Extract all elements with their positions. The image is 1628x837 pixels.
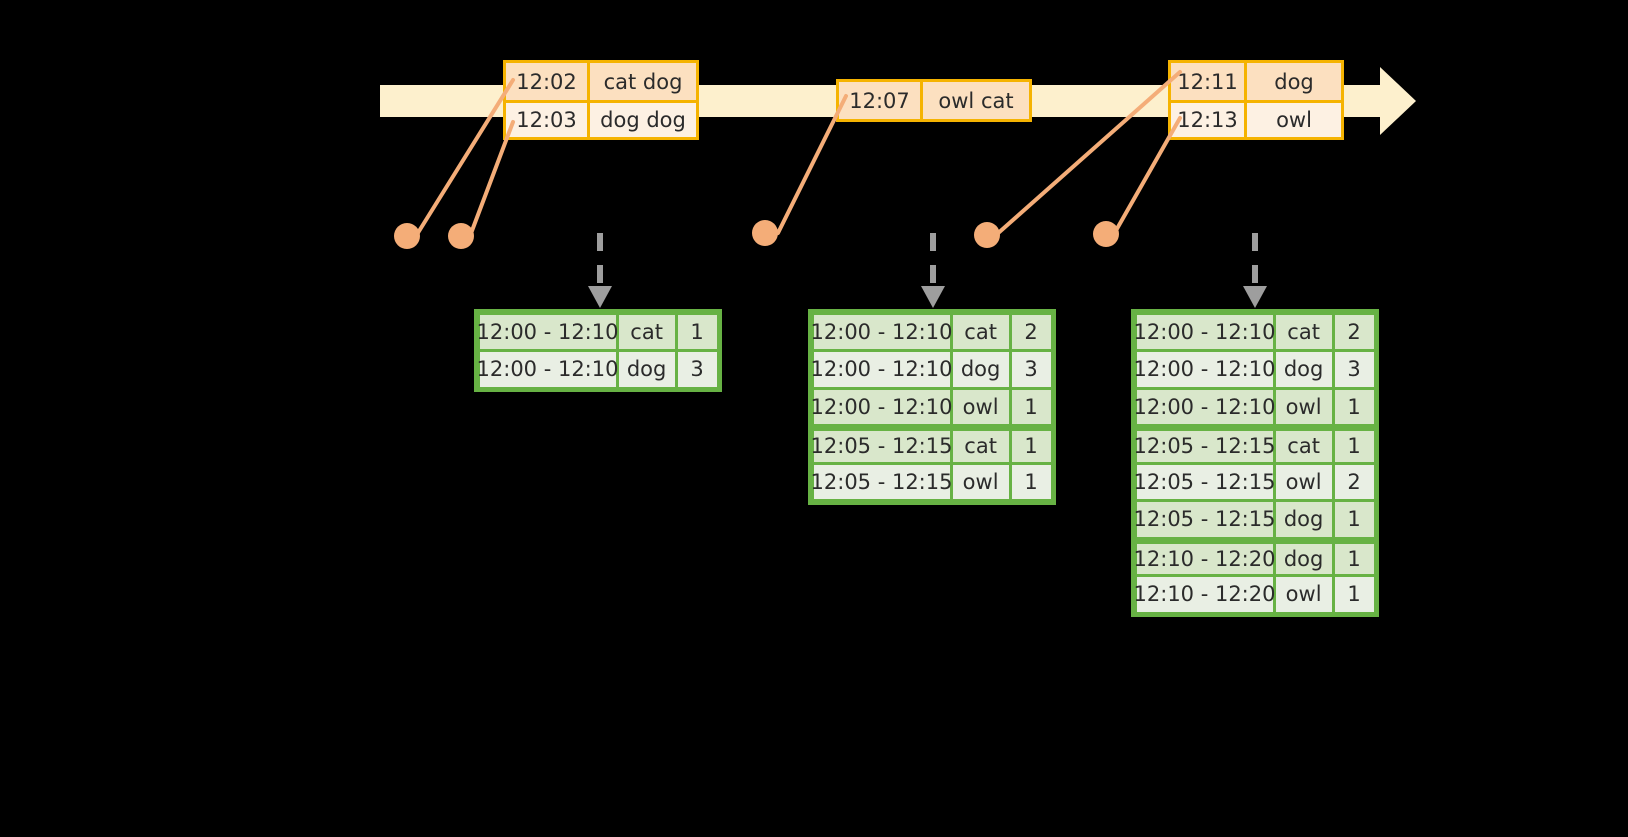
result-cell-window: 12:00 - 12:10 bbox=[1134, 314, 1275, 349]
event-time: 12:11 bbox=[1171, 63, 1247, 100]
result-cell-window: 12:10 - 12:20 bbox=[1134, 543, 1275, 574]
result-cell-key: cat bbox=[952, 314, 1009, 349]
result-cell-key: cat bbox=[618, 314, 675, 349]
event-payload: cat dog bbox=[603, 69, 683, 94]
event-row: 12:13 owl bbox=[1171, 100, 1341, 137]
connector-dot-5 bbox=[1093, 221, 1119, 247]
event-time: 12:02 bbox=[506, 63, 590, 100]
event-payload: dog bbox=[1274, 69, 1314, 94]
result-cell-count: 1 bbox=[1011, 431, 1051, 462]
result-cell-key: owl bbox=[1275, 464, 1332, 499]
result-cell-key: cat bbox=[952, 431, 1009, 462]
result-cell-window: 12:05 - 12:15 bbox=[811, 431, 952, 462]
result-cell-window: 12:00 - 12:10 bbox=[811, 389, 952, 424]
dashed-arrowhead-icon-2 bbox=[921, 286, 945, 308]
event-box-1[interactable]: 12:02 cat dog 12:03 dog dog bbox=[503, 60, 699, 140]
result-cell-window: 12:00 - 12:10 bbox=[811, 352, 952, 387]
dashed-arrowhead-icon-1 bbox=[588, 286, 612, 308]
result-cell-key: owl bbox=[1275, 389, 1332, 424]
result-cell-count: 3 bbox=[677, 352, 717, 387]
event-payload: owl cat bbox=[938, 88, 1014, 113]
result-cell-count: 1 bbox=[677, 314, 717, 349]
result-cell-count: 3 bbox=[1011, 352, 1051, 387]
result-cell-window: 12:05 - 12:15 bbox=[1134, 431, 1275, 462]
connector-dot-3 bbox=[752, 220, 778, 246]
connector-dot-4 bbox=[974, 222, 1000, 248]
result-cell-count: 1 bbox=[1011, 464, 1051, 499]
event-row: 12:11 dog bbox=[1171, 63, 1341, 100]
result-cell-count: 2 bbox=[1334, 314, 1374, 349]
result-cell-count: 2 bbox=[1011, 314, 1051, 349]
result-cell-window: 12:10 - 12:20 bbox=[1134, 577, 1275, 612]
dashed-arrowhead-icon-3 bbox=[1243, 286, 1267, 308]
result-cell-window: 12:00 - 12:10 bbox=[1134, 352, 1275, 387]
event-row: 12:02 cat dog bbox=[506, 63, 696, 100]
event-time: 12:07 bbox=[839, 82, 923, 119]
result-cell-window: 12:05 - 12:15 bbox=[1134, 464, 1275, 499]
result-cell-key: dog bbox=[1275, 502, 1332, 537]
result-cell-window: 12:00 - 12:10 bbox=[1134, 389, 1275, 424]
result-cell-count: 1 bbox=[1011, 389, 1051, 424]
event-box-2[interactable]: 12:07 owl cat bbox=[836, 79, 1032, 122]
event-row: 12:07 owl cat bbox=[839, 82, 1029, 119]
result-cell-count: 1 bbox=[1334, 543, 1374, 574]
result-cell-key: dog bbox=[1275, 543, 1332, 574]
timeline-arrowhead-icon bbox=[1380, 67, 1416, 135]
connector-dot-1 bbox=[394, 223, 420, 249]
connector-dot-2 bbox=[448, 223, 474, 249]
result-cell-key: dog bbox=[952, 352, 1009, 387]
event-box-3[interactable]: 12:11 dog 12:13 owl bbox=[1168, 60, 1344, 140]
event-payload: owl bbox=[1276, 108, 1312, 132]
result-cell-count: 1 bbox=[1334, 577, 1374, 612]
result-cell-count: 3 bbox=[1334, 352, 1374, 387]
result-cell-window: 12:05 - 12:15 bbox=[1134, 502, 1275, 537]
result-cell-window: 12:00 - 12:10 bbox=[477, 352, 618, 387]
result-cell-key: dog bbox=[618, 352, 675, 387]
result-cell-count: 2 bbox=[1334, 464, 1374, 499]
result-cell-count: 1 bbox=[1334, 502, 1374, 537]
result-cell-key: cat bbox=[1275, 431, 1332, 462]
event-time: 12:03 bbox=[506, 103, 590, 137]
result-cell-key: cat bbox=[1275, 314, 1332, 349]
event-payload: dog dog bbox=[600, 108, 686, 132]
result-cell-count: 1 bbox=[1334, 431, 1374, 462]
result-cell-window: 12:00 - 12:10 bbox=[811, 314, 952, 349]
result-cell-count: 1 bbox=[1334, 389, 1374, 424]
result-cell-key: dog bbox=[1275, 352, 1332, 387]
result-cell-window: 12:00 - 12:10 bbox=[477, 314, 618, 349]
result-cell-key: owl bbox=[952, 464, 1009, 499]
result-cell-key: owl bbox=[952, 389, 1009, 424]
result-cell-window: 12:05 - 12:15 bbox=[811, 464, 952, 499]
event-row: 12:03 dog dog bbox=[506, 100, 696, 137]
event-time: 12:13 bbox=[1171, 103, 1247, 137]
result-cell-key: owl bbox=[1275, 577, 1332, 612]
